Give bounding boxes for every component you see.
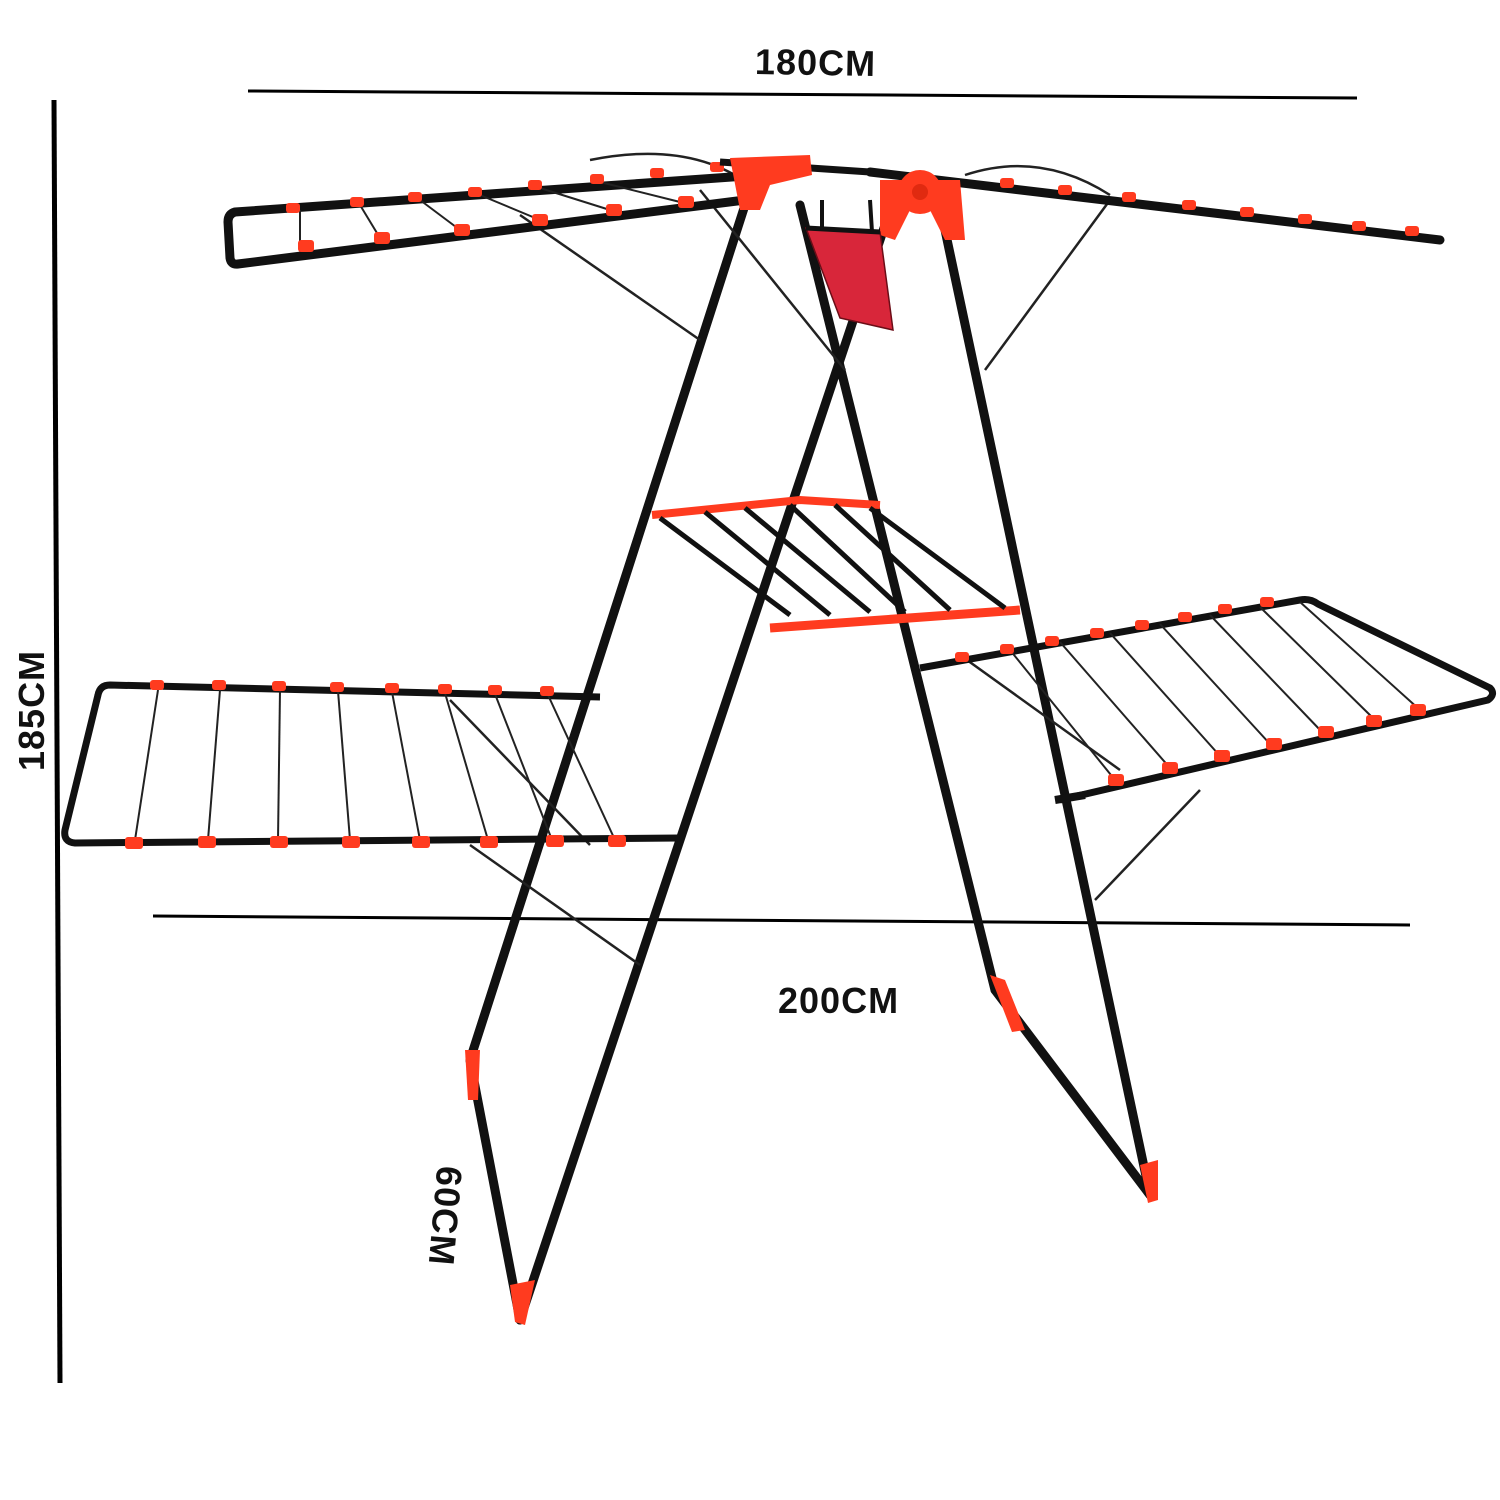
lower-right-wing	[919, 596, 1497, 804]
height-line	[51, 99, 63, 1384]
top-left-wing	[223, 162, 761, 269]
a-frame-legs	[465, 200, 1155, 1325]
top-width-line	[247, 89, 1358, 100]
bottom-width-label: 200CM	[778, 980, 900, 1021]
height-label: 185CM	[11, 649, 52, 771]
peg-bag	[804, 199, 894, 331]
lower-left-wing	[61, 680, 681, 849]
depth-label: 60CM	[420, 1164, 471, 1268]
foot-caps	[465, 975, 1158, 1325]
dimension-lines	[51, 89, 1411, 1384]
center-hinge	[730, 155, 965, 240]
middle-shelf	[651, 495, 1021, 633]
support-wires	[449, 152, 1201, 967]
top-width-label: 180CM	[754, 40, 877, 85]
bottom-width-line	[152, 914, 1411, 927]
